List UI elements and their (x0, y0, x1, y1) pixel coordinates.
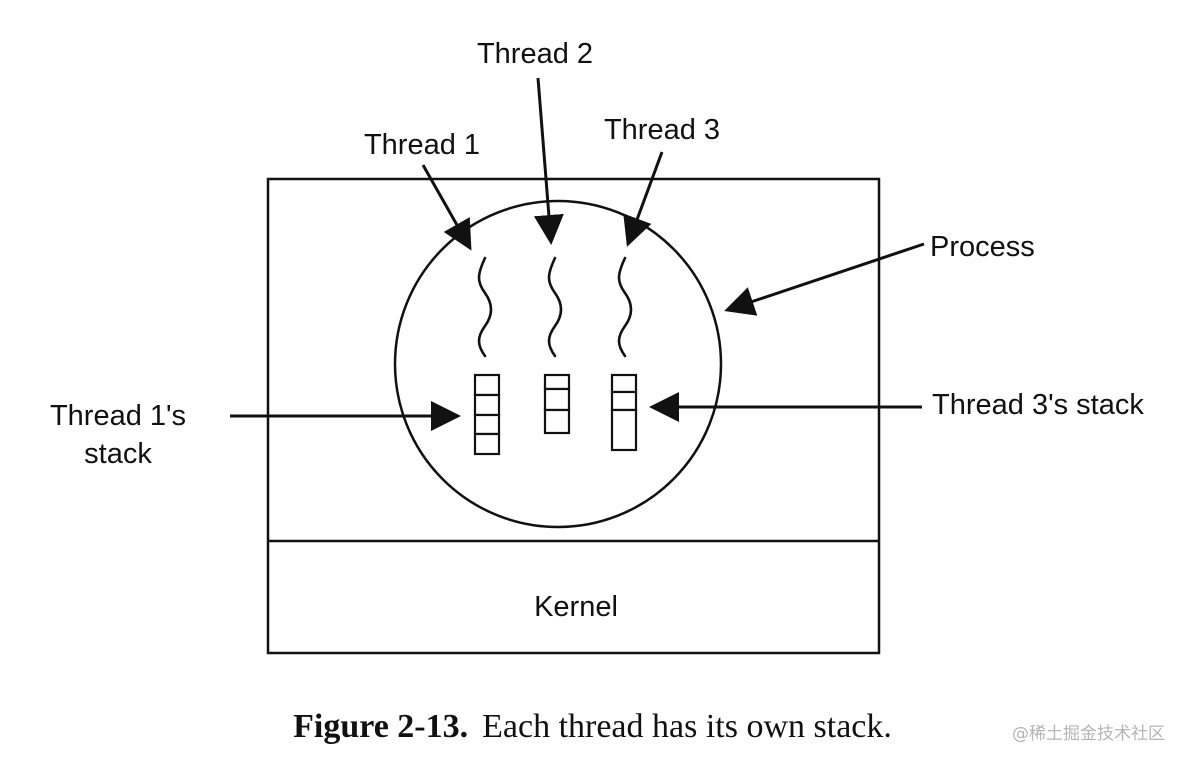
figure-caption: Figure 2-13. Each thread has its own stac… (0, 708, 1185, 746)
process-label: Process (930, 231, 1035, 263)
thread-1-stack-label-line1: Thread 1's (50, 400, 186, 432)
process-arrow (724, 242, 925, 316)
thread-2-arrow (533, 77, 564, 245)
thread-3-stack-label: Thread 3's stack (932, 389, 1144, 421)
thread-2-wavy-line (547, 256, 563, 358)
thread-1-label: Thread 1 (364, 129, 480, 161)
thread-2-stack (543, 373, 571, 435)
figure-caption-text: Each thread has its own stack. (482, 708, 892, 745)
process-circle (393, 199, 723, 529)
kernel-label: Kernel (534, 591, 618, 623)
thread-3-label: Thread 3 (604, 114, 720, 146)
thread-3-stack (610, 373, 638, 452)
thread-1-stack-label-line2: stack (84, 438, 152, 470)
thread-2-label: Thread 2 (477, 38, 593, 70)
thread-3-arrow (623, 151, 664, 247)
thread-1-arrow (421, 164, 472, 251)
thread-3-wavy-line (617, 256, 633, 358)
thread-1-stack (473, 373, 501, 456)
figure-number: Figure 2-13. (293, 708, 469, 745)
thread-1-wavy-line (477, 256, 493, 358)
watermark: @稀土掘金技术社区 (1012, 724, 1165, 744)
